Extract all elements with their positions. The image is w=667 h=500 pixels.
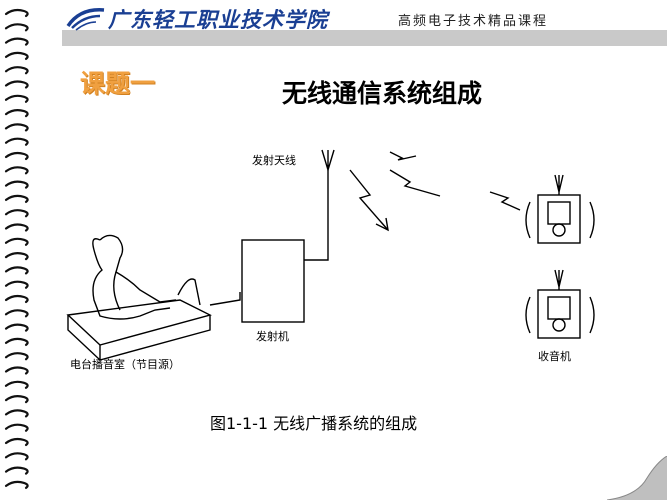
- binding-ring: [4, 452, 29, 461]
- binding-ring: [4, 8, 29, 18]
- microphone-icon: [177, 278, 201, 306]
- binding-ring: [4, 323, 29, 332]
- binding-ring: [4, 294, 29, 304]
- transmitter-box: [241, 239, 305, 323]
- binding-ring: [4, 180, 29, 189]
- binding-ring: [4, 352, 29, 361]
- receiver-label: 收音机: [538, 349, 571, 363]
- binding-ring: [4, 266, 29, 275]
- receiver-radio: [525, 269, 595, 339]
- binding-ring: [4, 123, 29, 132]
- binding-ring: [4, 209, 29, 218]
- radio-wave-icon: [349, 169, 389, 231]
- binding-ring: [4, 94, 29, 103]
- binding-ring: [4, 366, 29, 375]
- course-name: 高频电子技术精品课程: [398, 14, 549, 29]
- receiver-radio: [525, 174, 595, 244]
- figure-caption: 图1-1-1 无线广播系统的组成: [210, 414, 418, 433]
- binding-ring: [4, 194, 29, 203]
- binding-ring: [4, 409, 29, 418]
- binding-ring: [4, 480, 29, 489]
- binding-ring: [4, 137, 29, 146]
- binding-ring: [4, 252, 29, 261]
- studio-desk: [66, 299, 212, 346]
- studio-label: 电台播音室（节目源）: [70, 357, 180, 371]
- binding-ring: [4, 437, 29, 447]
- binding-ring: [4, 237, 29, 246]
- announcer-figure: [92, 234, 177, 320]
- binding-ring: [4, 51, 29, 60]
- school-logo-icon: [66, 8, 105, 31]
- broadcast-diagram: 发射天线 发射机 电台播音室（节目源） 收音机: [66, 149, 595, 371]
- antenna-label: 发射天线: [252, 153, 296, 167]
- page-curl-icon: [607, 456, 667, 500]
- binding-ring: [4, 37, 29, 46]
- radio-wave-icon: [389, 169, 441, 197]
- antenna-icon: [321, 149, 335, 173]
- slide-title: 无线通信系统组成: [282, 79, 483, 108]
- binding-ring: [4, 80, 29, 89]
- school-name: 广东轻工职业技术学院: [108, 7, 328, 32]
- binding-ring: [4, 66, 29, 75]
- binding-ring: [4, 337, 29, 346]
- binding-ring: [4, 166, 29, 175]
- binding-ring: [4, 109, 29, 118]
- binding-ring: [4, 309, 29, 318]
- binding-ring: [4, 395, 29, 404]
- spiral-binding: [4, 8, 29, 489]
- binding-ring: [4, 380, 29, 389]
- header-bar: [62, 30, 667, 46]
- binding-ring: [4, 466, 29, 475]
- topic-label: 课题一: [80, 69, 156, 98]
- binding-ring: [4, 223, 29, 232]
- binding-ring: [4, 151, 29, 161]
- binding-ring: [4, 23, 29, 32]
- binding-ring: [4, 423, 29, 432]
- binding-ring: [4, 280, 29, 289]
- transmitter-label: 发射机: [256, 329, 289, 343]
